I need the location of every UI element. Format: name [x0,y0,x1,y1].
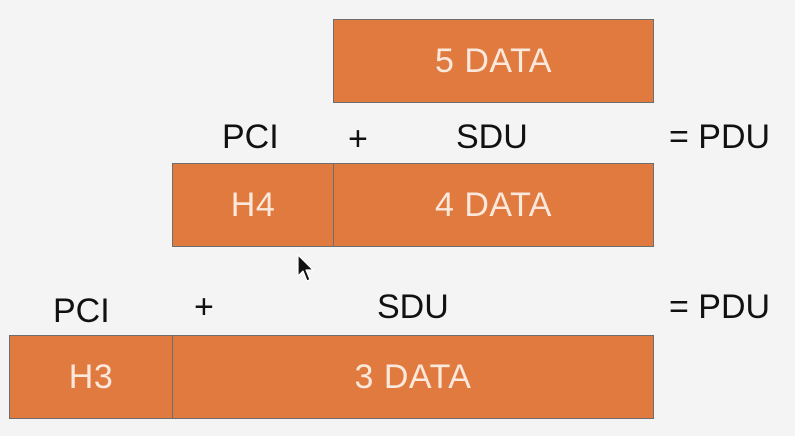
layer3-pci-label: PCI [53,292,110,330]
layer4-data-box: 4 DATA [333,163,654,247]
layer3-pdu-label: = PDU [669,288,771,326]
mouse-pointer-icon [297,254,314,282]
layer5-data-box: 5 DATA [333,19,654,103]
layer3-plus-sign: + [194,288,214,326]
layer3-data-box: 3 DATA [172,335,654,419]
layer4-plus-sign: + [348,120,368,158]
layer3-header-box: H3 [9,335,173,419]
layer4-pci-label: PCI [222,118,279,156]
layer4-pdu-label: = PDU [669,118,771,156]
layer3-sdu-label: SDU [377,288,449,326]
layer4-header-box: H4 [172,163,334,247]
layer4-sdu-label: SDU [456,118,528,156]
